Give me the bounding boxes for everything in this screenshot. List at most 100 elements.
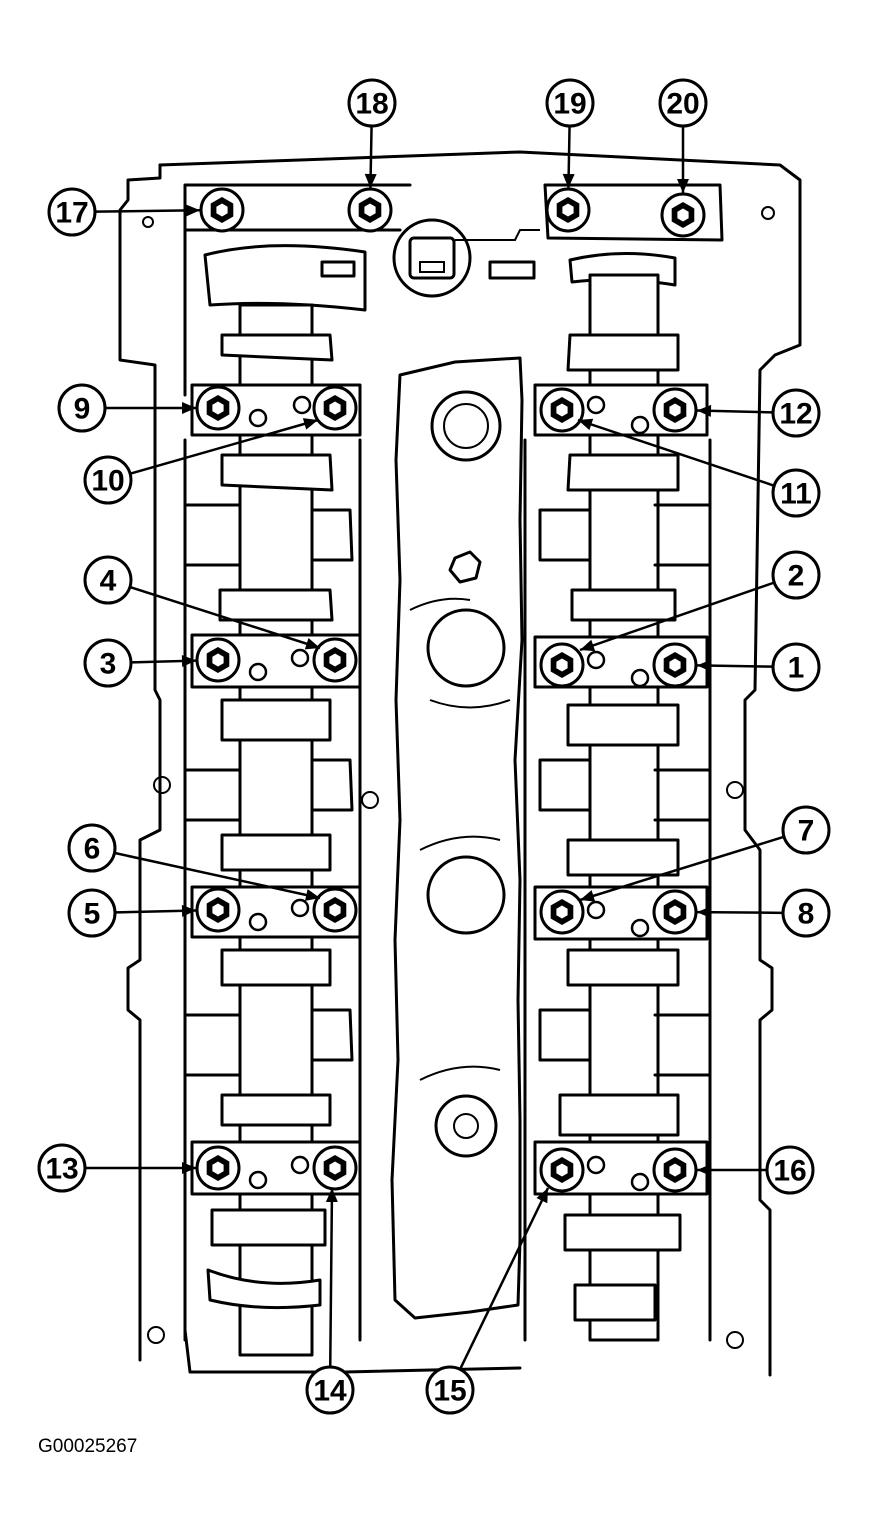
arrowhead-20: [677, 179, 689, 193]
arrowhead-17: [185, 204, 201, 217]
bolt-19: [545, 187, 591, 233]
bolt-11: [539, 387, 585, 433]
dowel-pin: [290, 1155, 310, 1175]
arrowhead-14: [325, 1188, 338, 1203]
callout-number: 11: [780, 478, 812, 511]
callout-6: 6: [67, 823, 117, 873]
callout-3: 3: [83, 638, 133, 688]
callout-4: 4: [83, 555, 133, 605]
bolt-12: [652, 387, 698, 433]
bolt-14: [312, 1145, 358, 1191]
leader-lines: [86, 126, 784, 1369]
leader-line-14: [328, 1187, 334, 1367]
callout-number: 8: [798, 898, 815, 931]
callout-number: 19: [553, 88, 586, 121]
callout-number: 20: [666, 88, 699, 121]
arrowhead-2: [580, 639, 596, 652]
dowel-pin: [248, 1170, 268, 1190]
callout-17: 17: [47, 187, 97, 237]
arrowhead-12: [696, 404, 712, 417]
leader-line-6: [115, 851, 321, 900]
arrowhead-15: [536, 1188, 548, 1204]
dowel-pin: [630, 1172, 650, 1192]
callout-number: 1: [788, 652, 805, 685]
bolt-1: [652, 642, 698, 688]
arrowhead-8: [696, 906, 712, 919]
cylinder-head-outline: [118, 150, 802, 1377]
arrowhead-1: [696, 659, 712, 672]
bolt-5: [195, 887, 241, 933]
arrowhead-16: [697, 1164, 711, 1176]
bolt-17: [199, 187, 245, 233]
figure-id-label: G00025267: [38, 1436, 137, 1457]
callout-number: 6: [84, 833, 101, 866]
leader-line-8: [696, 910, 783, 915]
bolt-20: [660, 192, 706, 238]
arrowhead-13: [182, 1162, 196, 1174]
bolt-layer: [195, 187, 706, 1193]
dowel-pin: [290, 648, 310, 668]
callout-16: 16: [765, 1145, 815, 1195]
callout-number: 15: [433, 1375, 466, 1408]
callout-number: 2: [788, 560, 805, 593]
callout-9: 9: [57, 383, 107, 433]
left-camshaft: [147, 303, 379, 1357]
callout-2: 2: [771, 550, 821, 600]
arrowhead-10: [302, 418, 318, 430]
callout-1: 1: [771, 642, 821, 692]
callout-11: 11: [771, 468, 821, 518]
dowel-pin: [292, 395, 312, 415]
bolt-15: [539, 1147, 585, 1193]
callout-number: 16: [773, 1155, 806, 1188]
callout-number: 13: [45, 1153, 78, 1186]
bolt-10: [312, 385, 358, 431]
front-cap-area: [142, 183, 775, 397]
dowel-pin: [586, 1155, 606, 1175]
dowel-pin: [586, 650, 606, 670]
dowel-pin: [290, 898, 310, 918]
leader-line-7: [579, 835, 784, 902]
callout-19: 19: [545, 78, 595, 128]
callout-15: 15: [425, 1365, 475, 1415]
arrowhead-6: [305, 889, 320, 901]
callout-18: 18: [347, 78, 397, 128]
callout-12: 12: [771, 388, 821, 438]
callout-number: 5: [84, 898, 101, 931]
callout-number: 12: [779, 398, 812, 431]
arrowhead-18: [364, 173, 377, 189]
arrowhead-9: [182, 402, 196, 414]
arrowhead-19: [562, 173, 575, 189]
bolt-4: [312, 637, 358, 683]
bolt-3: [195, 637, 241, 683]
callout-5: 5: [67, 888, 117, 938]
bolt-8: [652, 889, 698, 935]
arrowhead-3: [181, 654, 197, 667]
dowel-pin: [630, 918, 650, 938]
leader-line-10: [130, 418, 319, 475]
bolt-18: [347, 187, 393, 233]
arrowhead-4: [304, 638, 320, 650]
callout-number: 14: [313, 1375, 347, 1408]
bolt-9: [195, 385, 241, 431]
callout-number: 17: [55, 197, 88, 230]
callout-7: 7: [781, 805, 831, 855]
callout-10: 10: [83, 455, 133, 505]
callout-20: 20: [658, 78, 708, 128]
callout-number: 9: [74, 393, 91, 426]
callout-number: 18: [355, 88, 388, 121]
dowel-pin: [248, 662, 268, 682]
callout-number: 4: [100, 565, 117, 598]
callout-8: 8: [781, 888, 831, 938]
leader-line-11: [577, 418, 774, 487]
arrowhead-7: [580, 890, 596, 902]
arrowhead-11: [578, 418, 594, 431]
bolt-6: [312, 887, 358, 933]
bolt-16: [652, 1147, 698, 1193]
bolt-7: [539, 889, 585, 935]
bolt-13: [195, 1145, 241, 1191]
dowel-pin: [586, 900, 606, 920]
leader-line-4: [130, 586, 321, 650]
callout-14: 14: [305, 1365, 355, 1415]
dowel-pin: [630, 415, 650, 435]
